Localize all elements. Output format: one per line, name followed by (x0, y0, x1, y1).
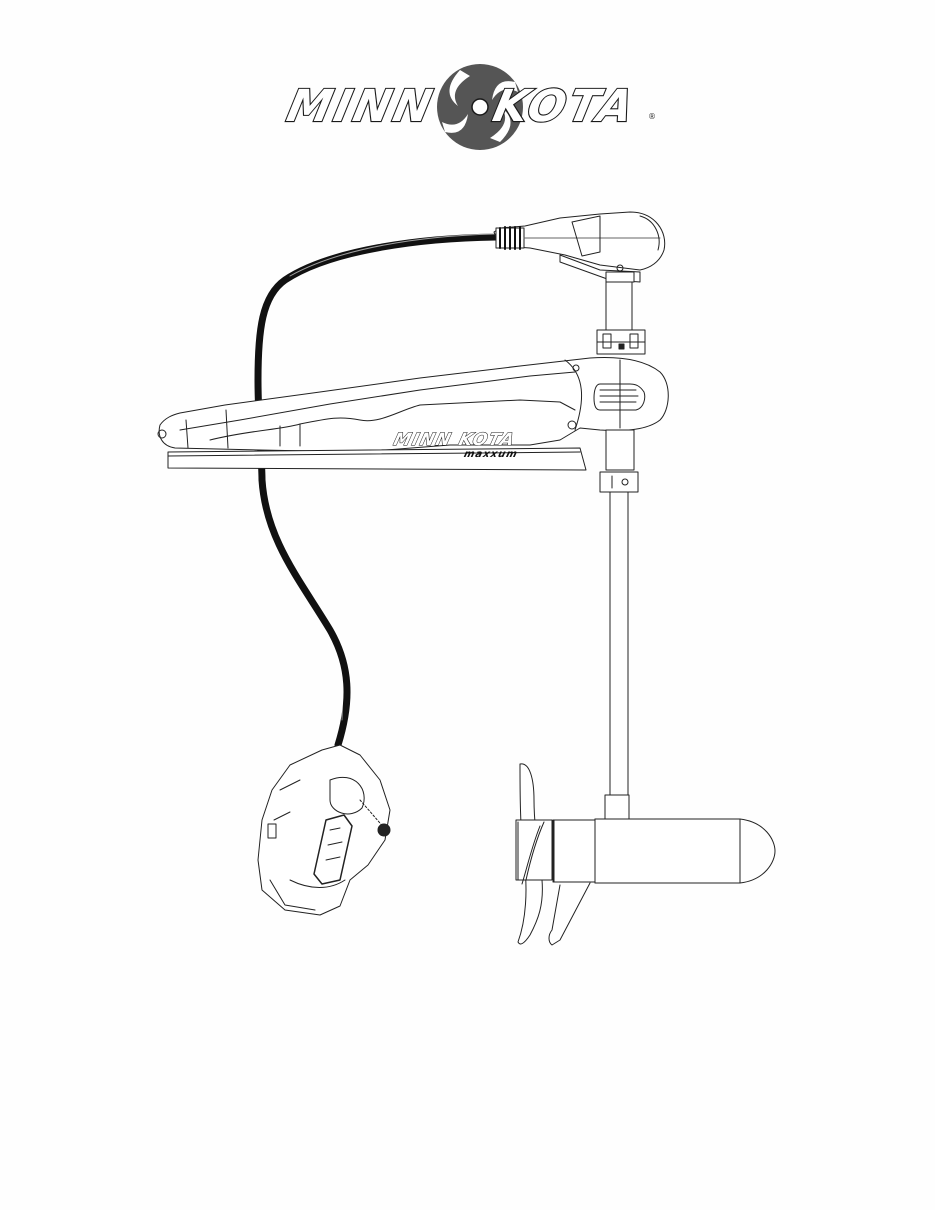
mount-model-label: maxxum (462, 449, 519, 460)
minn-kota-logo: MINN KOTA ® (280, 62, 660, 152)
mount-bracket (157, 357, 669, 471)
lower-unit (548, 794, 776, 946)
propeller (515, 763, 553, 945)
swirl-disc-icon (437, 64, 523, 150)
registered-mark: ® (648, 112, 656, 121)
lower-shaft (599, 429, 639, 796)
mount-brand-label: MINN KOTA (391, 430, 518, 451)
shaft-collar (596, 329, 646, 355)
cable (254, 233, 500, 749)
nose-cone (739, 818, 776, 884)
skeg (548, 882, 591, 946)
upper-shaft (605, 281, 633, 331)
foot-pedal (257, 744, 391, 916)
control-head (493, 211, 666, 283)
